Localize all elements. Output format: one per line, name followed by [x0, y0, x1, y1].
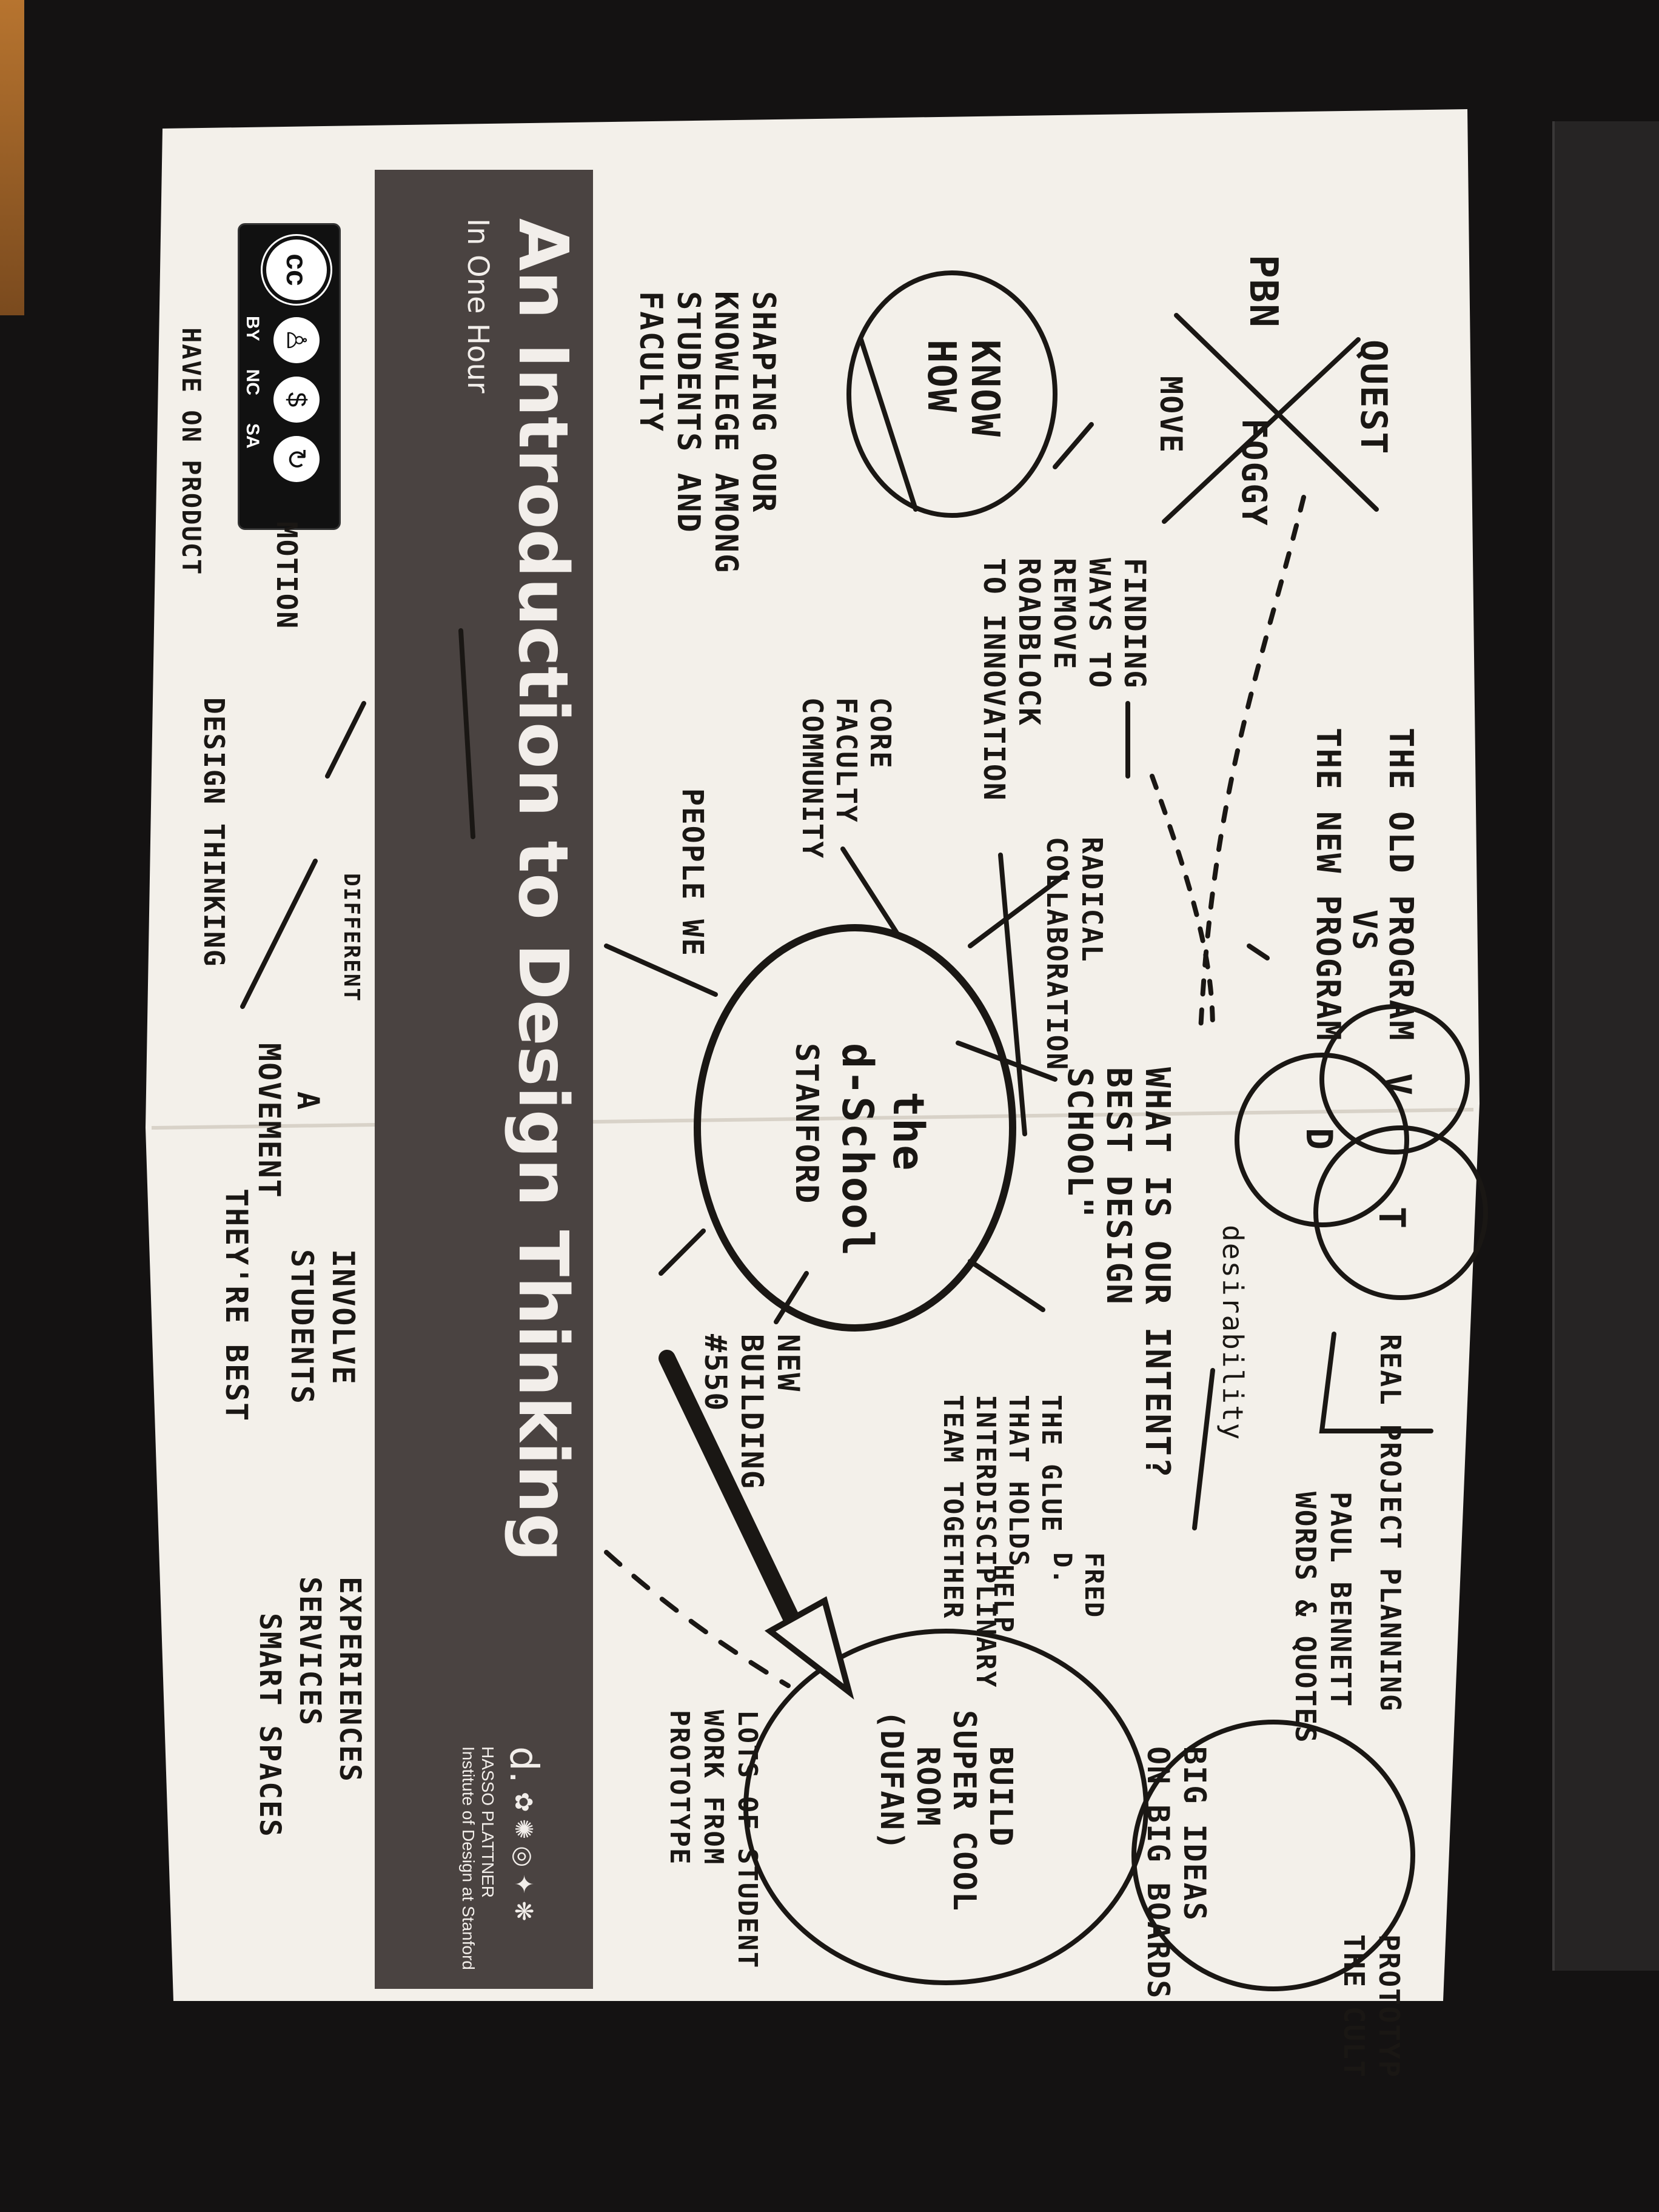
cc-license-badge: cc ♙ $ ↻ BY NC SA [238, 223, 341, 530]
title-banner [375, 170, 593, 1989]
design-thinking-label: DESIGN THINKING [198, 697, 230, 968]
glue-label: THE GLUE THAT HOLDS INTERDISCIPLINARY TE… [937, 1395, 1067, 1689]
core-faculty-label: CORE FACULTY COMMUNITY [796, 697, 897, 860]
radical-collab-label: RADICAL COLLABORATION [1041, 837, 1108, 1071]
finding-ways-label: FINDING WAYS TO REMOVE ROADBLOCK TO INNO… [977, 558, 1151, 802]
involve-students-label: INVOLVE STUDENTS THEY'RE BEST [219, 1188, 361, 1423]
quest-label: QUEST [1352, 340, 1395, 455]
old-program-label: THE OLD PROGRAM VS THE NEW PROGRAM [1309, 728, 1420, 1042]
shaping-label: SHAPING OUR KNOWLEGE AMONG STUDENTS AND … [632, 291, 782, 574]
pbn-label: PBN [1241, 255, 1285, 329]
new-building-label: NEW BUILDING #550 [698, 1334, 806, 1490]
fred-label: FRED D. [1048, 1552, 1109, 1619]
paul-bennett-label: PAUL BENNETT WORDS & QUOTES [1289, 1492, 1357, 1744]
move-label: MOVE [1153, 376, 1188, 454]
have-on-product-label: HAVE ON PRODUCT [176, 327, 206, 576]
know-how-label: KNOW HOW [919, 340, 1007, 438]
venn-t: T [1370, 1207, 1413, 1230]
movement-label: A MOVEMENT [252, 1043, 326, 1199]
real-project-label: REAL PROJECT PLANNING [1374, 1334, 1407, 1712]
build-room-label: BUILD SUPER COOL ROOM (DUFAN) [873, 1710, 1019, 1912]
intent-label: WHAT IS OUR INTENT? BEST DESIGN SCHOOL" [1060, 1067, 1177, 1479]
venn-v: V [1376, 1073, 1419, 1097]
foggy-label: FOGGY [1234, 418, 1273, 527]
prototype-cult-label: PROTOTYP THE CULT [1338, 1934, 1406, 2079]
different-label: DIFFERENT [339, 873, 364, 1003]
lots-of-student-label: LOTS OF STUDENT WORK FROM PROTOTYPE [664, 1710, 763, 1969]
help-label: HELP [988, 1564, 1019, 1634]
people-we-label: PEOPLE WE [675, 788, 709, 957]
dschool-label: the d-School STANFORD [788, 1043, 933, 1258]
venn-d: D [1298, 1128, 1340, 1151]
wood-edge [0, 0, 24, 315]
desirability-label: desirability [1216, 1225, 1249, 1441]
experiences-label: EXPERIENCES SERVICES SMART SPACES [253, 1577, 367, 1838]
motion-label: MOTION [270, 521, 303, 630]
dark-object-right [1552, 121, 1659, 1971]
big-ideas-label: BIG IDEAS ON BIG BOARDS [1141, 1746, 1212, 2000]
